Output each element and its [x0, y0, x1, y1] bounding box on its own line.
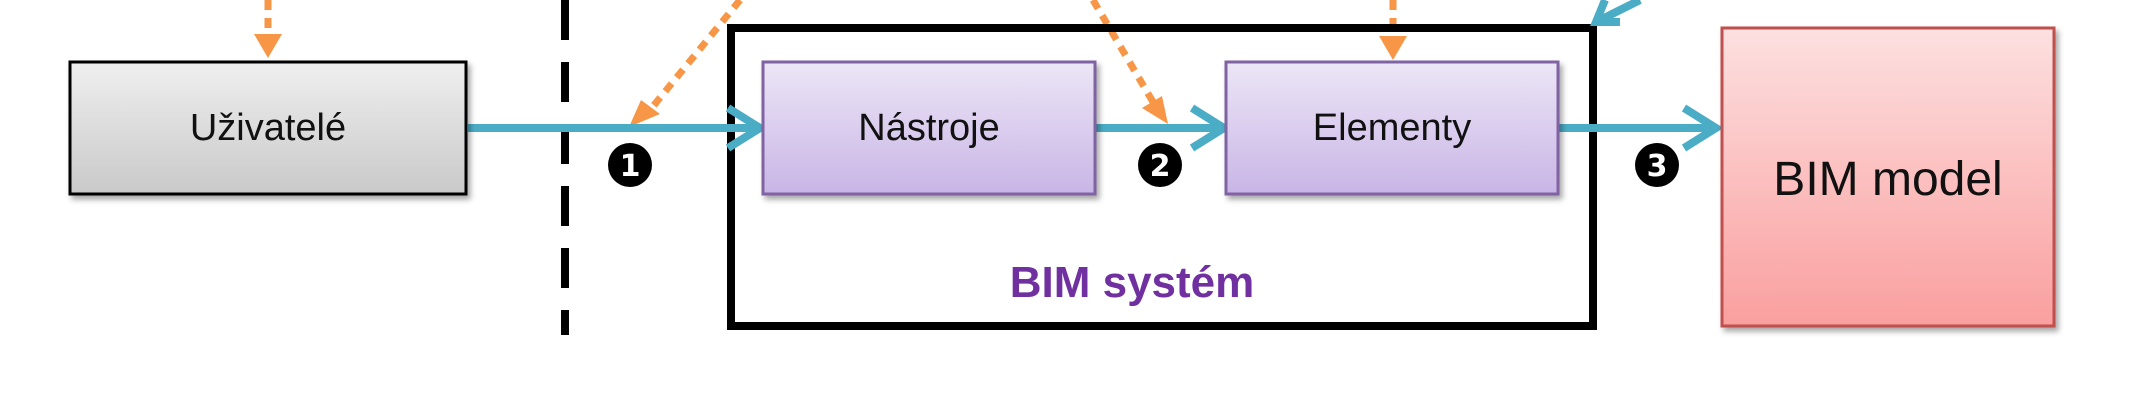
orange-dashed-arrow-to-flow-1	[629, 0, 743, 127]
orange-dashed-arrow-to-elements	[1379, 0, 1407, 60]
tools-label: Nástroje	[858, 107, 1000, 149]
tools-box: Nástroje	[761, 60, 1097, 196]
step-number-1: 1	[620, 149, 641, 184]
bim-model-label: BIM model	[1773, 153, 2002, 206]
step-badge-3: 3	[1635, 143, 1679, 187]
elements-label: Elementy	[1313, 107, 1471, 149]
step-number-3: 3	[1647, 149, 1668, 184]
bim-system-container	[727, 24, 1597, 330]
flow-arrow-elements-to-model	[1558, 104, 1724, 152]
bim-model-box: BIM model	[1720, 26, 2056, 328]
bim-system-label: BIM systém	[1010, 258, 1255, 307]
step-number-2: 2	[1150, 149, 1171, 184]
step-badge-2: 2	[1138, 143, 1182, 187]
users-label: Uživatelé	[190, 107, 346, 149]
teal-arrow-top-right	[1590, 0, 1642, 26]
users-box: Uživatelé	[68, 60, 468, 196]
flow-arrow-tools-to-elements	[1096, 104, 1232, 152]
orange-dashed-arrow-to-flow-2	[1089, 0, 1168, 124]
flow-arrow-users-to-tools	[468, 104, 768, 152]
orange-dashed-arrow-to-users	[254, 0, 282, 58]
elements-box: Elementy	[1224, 60, 1560, 196]
step-badge-1: 1	[608, 143, 652, 187]
